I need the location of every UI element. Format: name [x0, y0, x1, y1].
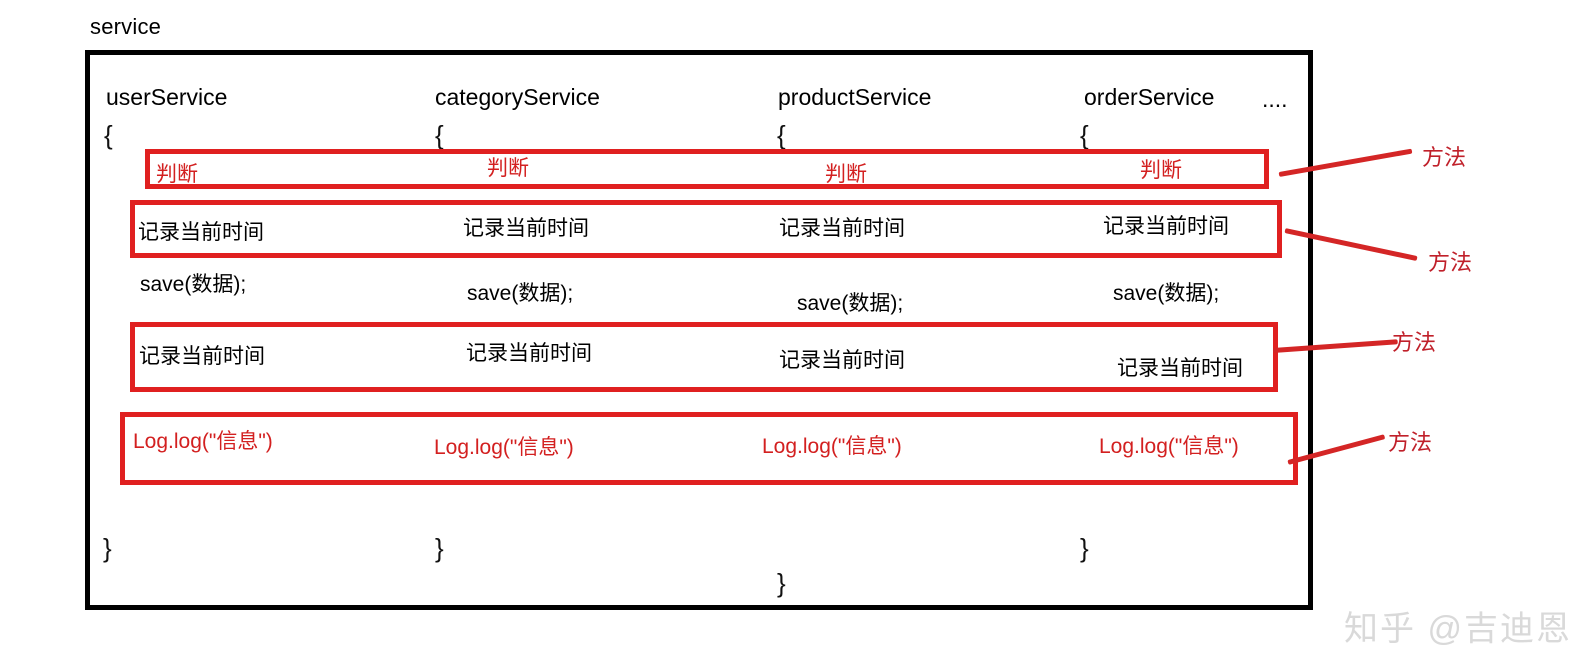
cell-log-productservice: Log.log("信息") [762, 435, 902, 458]
cell-save-userservice: save(数据); [140, 273, 247, 296]
cell-record-after-orderservice: 记录当前时间 [1117, 357, 1243, 380]
cell-save-orderservice: save(数据); [1113, 282, 1220, 305]
cell-judge-productservice: 判断 [825, 163, 867, 186]
cell-record-before-categoryservice: 记录当前时间 [463, 217, 589, 240]
cell-record-after-productservice: 记录当前时间 [779, 349, 905, 372]
annotation-method-3: 方法 [1392, 330, 1437, 355]
annotation-method-4: 方法 [1388, 430, 1433, 455]
highlight-band-log [120, 412, 1298, 485]
service-name-userservice: userService [106, 84, 228, 110]
cell-record-before-orderservice: 记录当前时间 [1103, 215, 1229, 238]
cell-record-after-userservice: 记录当前时间 [139, 345, 265, 368]
cell-record-before-userservice: 记录当前时间 [138, 221, 264, 244]
cell-judge-userservice: 判断 [156, 163, 198, 186]
service-name-categoryservice: categoryService [435, 84, 600, 110]
annotation-method-1: 方法 [1422, 145, 1467, 170]
cell-record-after-categoryservice: 记录当前时间 [466, 342, 592, 365]
service-name-orderservice: orderService [1084, 84, 1215, 110]
open-brace-productservice: { [777, 120, 786, 150]
service-layer-container [85, 50, 1313, 610]
cell-judge-orderservice: 判断 [1140, 159, 1182, 182]
open-brace-categoryservice: { [435, 120, 444, 150]
close-brace-productservice: } [777, 568, 786, 598]
cell-judge-categoryservice: 判断 [487, 157, 529, 180]
close-brace-userservice: } [103, 533, 112, 563]
cell-log-orderservice: Log.log("信息") [1099, 435, 1239, 458]
close-brace-categoryservice: } [435, 533, 444, 563]
service-name-productservice: productService [778, 84, 932, 110]
cell-log-categoryservice: Log.log("信息") [434, 436, 574, 459]
open-brace-orderservice: { [1080, 120, 1089, 150]
highlight-band-judge [145, 149, 1269, 189]
cell-record-before-productservice: 记录当前时间 [779, 217, 905, 240]
close-brace-orderservice: } [1080, 533, 1089, 563]
more-services-ellipsis: .... [1262, 86, 1288, 112]
annotation-method-2: 方法 [1428, 250, 1473, 275]
diagram-caption: service [90, 14, 162, 39]
highlight-band-record-time-before [130, 200, 1282, 258]
cell-log-userservice: Log.log("信息") [133, 430, 273, 453]
highlight-band-record-time-after [130, 322, 1278, 392]
watermark: 知乎 @吉迪恩 [1344, 610, 1572, 648]
cell-save-categoryservice: save(数据); [467, 282, 574, 305]
cell-save-productservice: save(数据); [797, 292, 904, 315]
open-brace-userservice: { [104, 120, 113, 150]
